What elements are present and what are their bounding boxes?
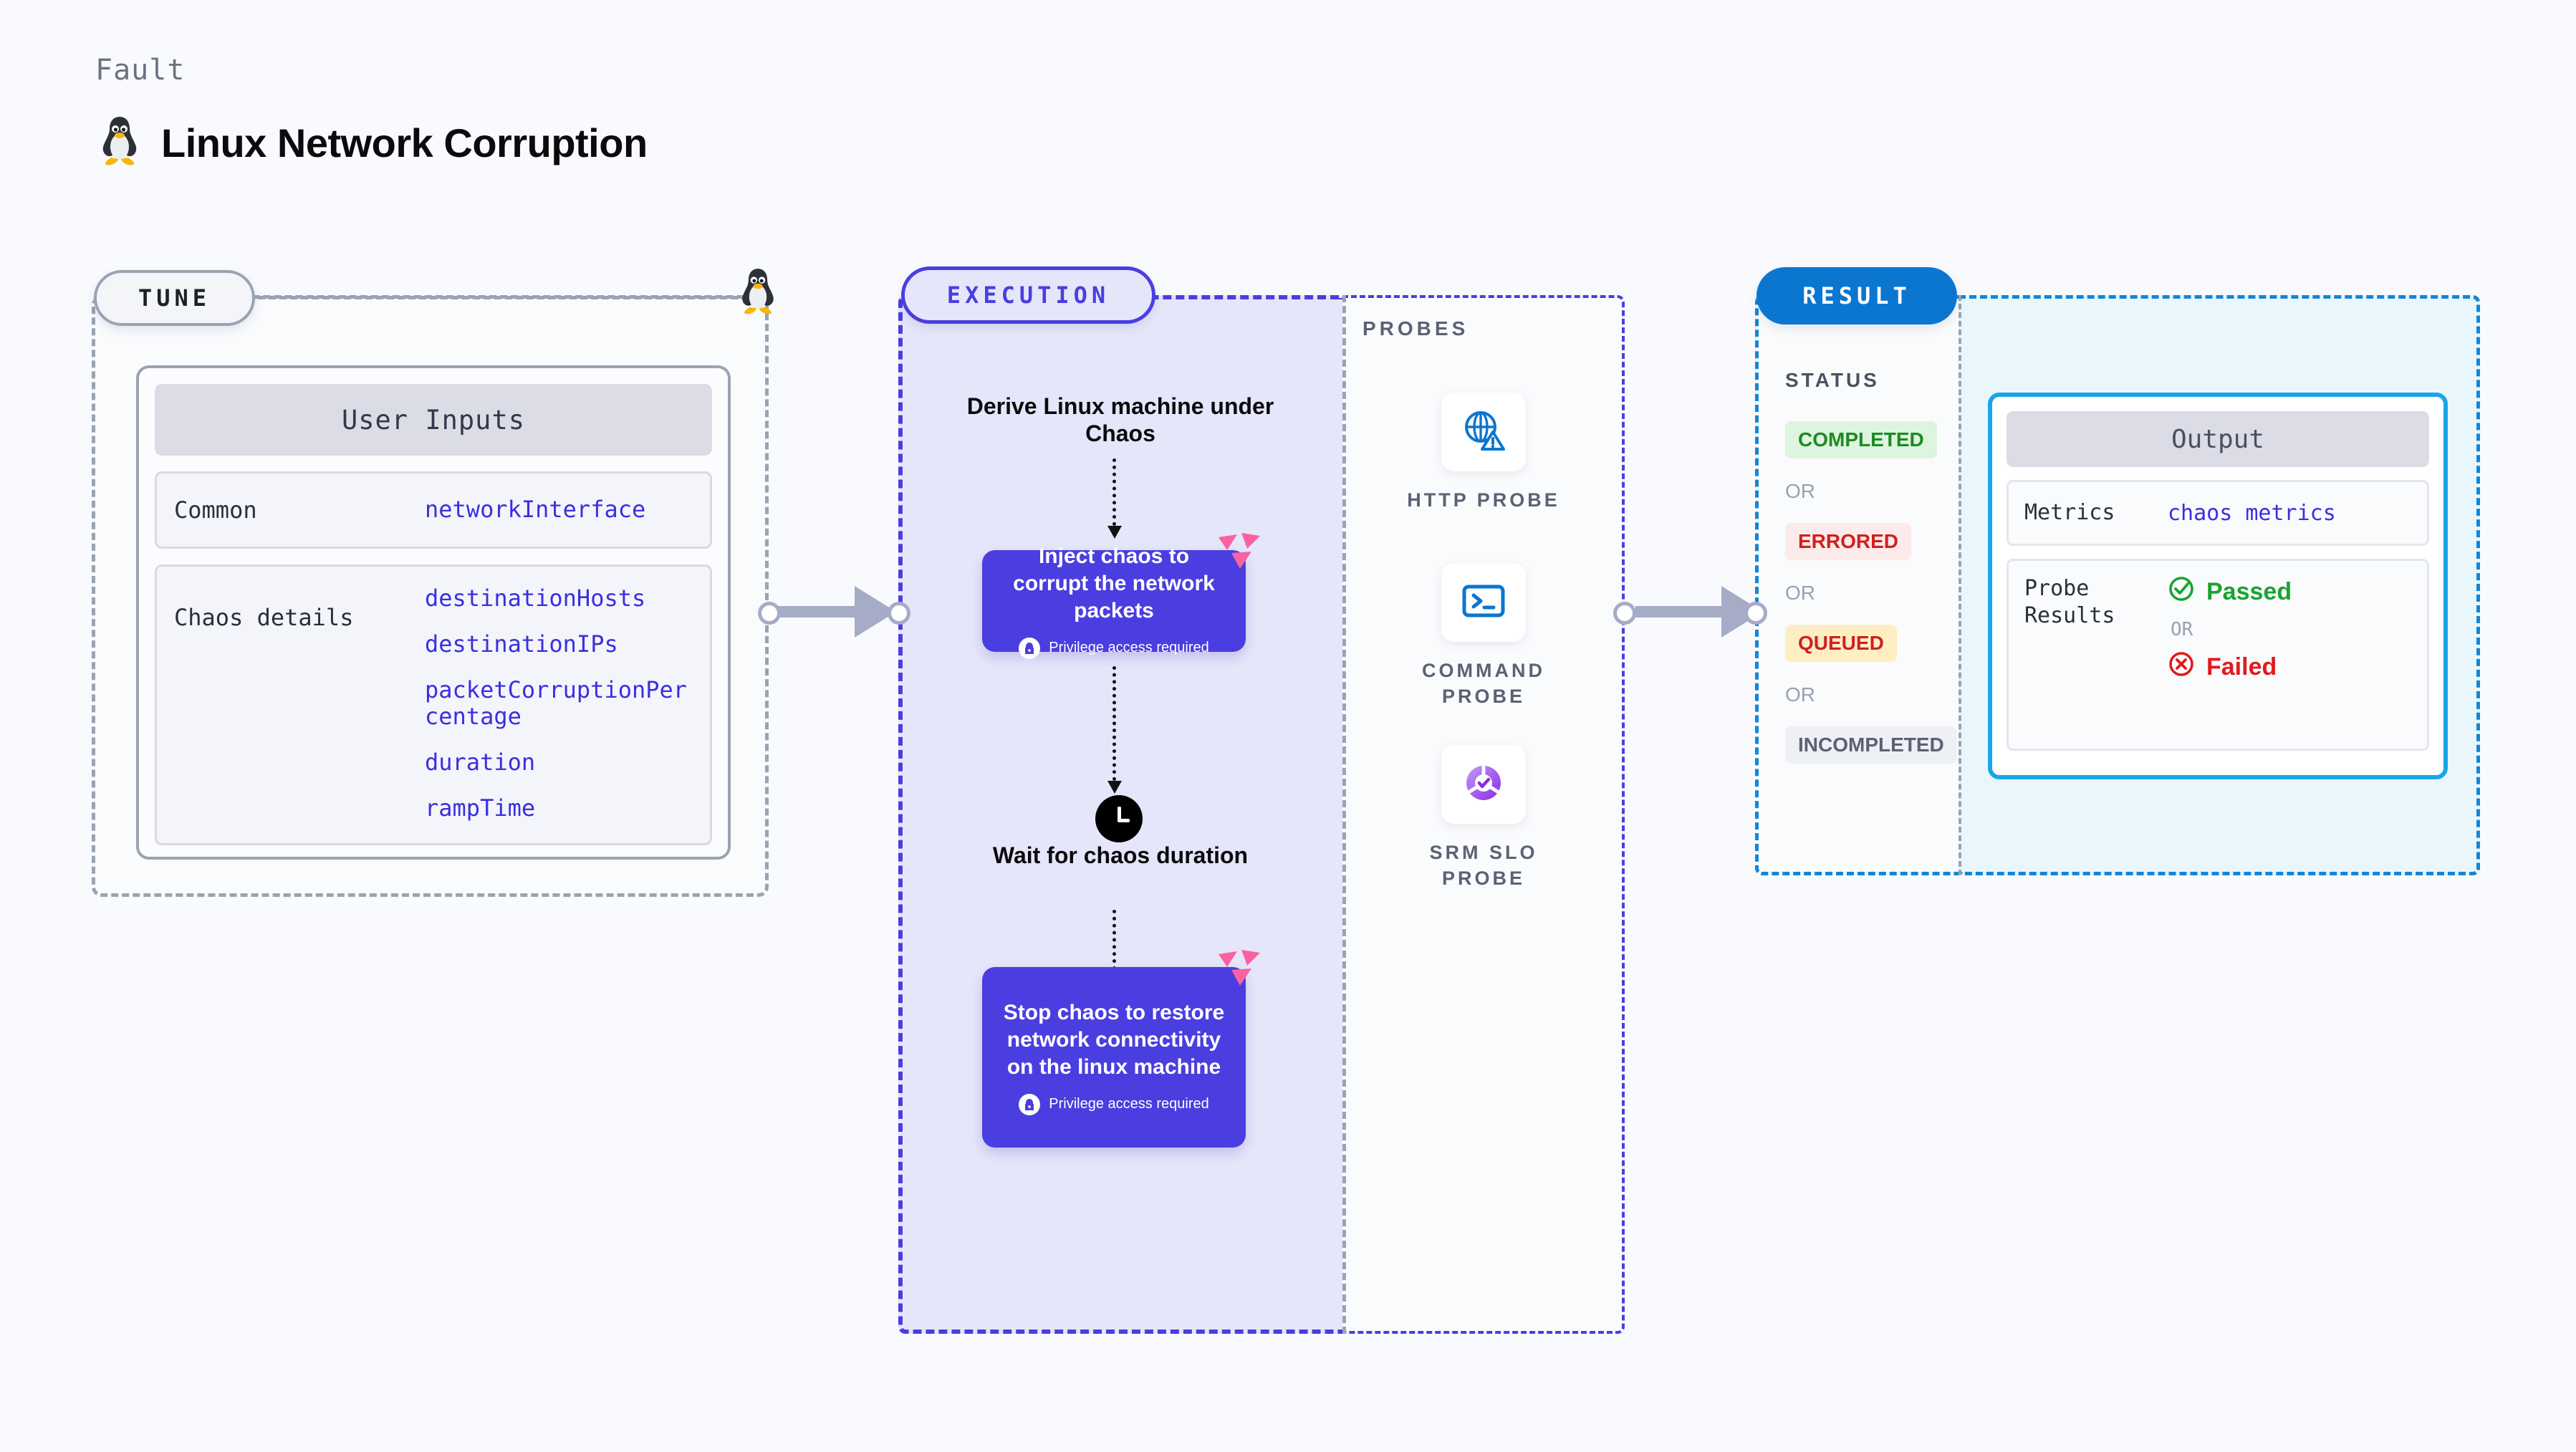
tune-connector-line [258,296,759,299]
user-input-row-label: Chaos details [174,604,354,631]
execution-stage-badge[interactable]: EXECUTION [901,266,1155,324]
user-inputs-card: User Inputs Common networkInterface Chao… [136,365,731,860]
output-card: Output Metrics chaos metrics Probe Resul… [1988,393,2448,779]
privilege-note-text: Privilege access required [1049,1096,1209,1112]
harness-logo-icon [1216,532,1263,572]
clock-icon [1095,795,1143,842]
lock-icon [1019,1093,1041,1115]
status-or-2: OR [1785,582,1815,604]
connector-execution-to-result [1635,586,1779,638]
probes-section-label: PROBES [1363,317,1469,340]
input-value: rampTime [425,794,536,822]
input-value: destinationHosts [425,585,646,612]
probe-verdict-passed: Passed [2168,575,2292,609]
linux-penguin-icon [97,115,143,171]
result-status-panel [1755,295,1959,875]
status-badge-incompleted: INCOMPLETED [1785,726,1957,764]
probe-label: COMMAND PROBE [1422,660,1545,708]
execution-step-title-wait: Wait for chaos duration [992,842,1249,868]
user-input-row-label: Common [174,496,257,524]
input-value: destinationIPs [425,630,618,658]
status-badge-queued: QUEUED [1785,625,1897,662]
page-eyebrow-label: Fault [95,54,186,87]
user-inputs-card-title: User Inputs [155,384,712,456]
probe-icon-card [1441,563,1526,642]
probe-label: HTTP PROBE [1407,489,1560,511]
harness-logo-icon [1216,948,1263,989]
x-circle-icon [2168,650,2195,684]
probe-item-srm-slo[interactable]: SRM SLO PROBE [1390,745,1577,892]
output-row-label: Probe Results [2024,576,2115,629]
page-title-row: Linux Network Corruption [97,115,648,171]
connector-node-probes-out [1613,602,1636,625]
check-circle-icon [2168,575,2195,609]
probe-verdict-label: Failed [2206,653,2277,681]
probe-verdict-label: Passed [2206,578,2292,605]
probe-verdict-failed: Failed [2168,650,2292,684]
chaos-box-privilege-note: Privilege access required [1019,1093,1209,1115]
privilege-note-text: Privilege access required [1049,640,1209,656]
globe-warning-icon [1461,408,1506,456]
connector-node-execution-in [888,602,910,625]
input-value: duration [425,749,536,776]
status-badge-errored: ERRORED [1785,523,1912,560]
lock-icon [1019,637,1041,659]
status-or-3: OR [1785,683,1815,706]
execution-probes-divider [1342,295,1346,1334]
user-input-row-values: networkInterface [425,496,645,524]
output-row-probe-results: Probe Results Passed OR Failed [2007,559,2429,751]
chaos-box-title: Stop chaos to restore network connectivi… [1003,1001,1225,1079]
status-badge-completed: COMPLETED [1785,421,1937,458]
status-or-1: OR [1785,480,1815,502]
terminal-icon [1461,583,1506,622]
probe-icon-card [1441,393,1526,471]
execution-chaos-box-inject[interactable]: Inject chaos to corrupt the network pack… [982,533,1260,659]
output-row-label: Metrics [2024,499,2115,525]
execution-chaos-box-stop[interactable]: Stop chaos to restore network connectivi… [982,950,1260,1148]
connector-node-tune-out [758,602,781,625]
connector-tune-to-execution [769,586,912,638]
result-panel-divider [1959,295,1961,875]
probe-label: SRM SLO PROBE [1429,842,1538,890]
probe-item-command[interactable]: COMMAND PROBE [1390,563,1577,710]
slo-gauge-check-icon [1461,761,1506,809]
user-input-row-values: destinationHosts destinationIPs packetCo… [425,585,693,824]
output-card-title: Output [2007,411,2429,467]
user-input-row-common: Common networkInterface [155,471,712,549]
output-row-metrics: Metrics chaos metrics [2007,480,2429,546]
input-value: networkInterface [425,496,646,524]
probe-item-http[interactable]: HTTP PROBE [1390,393,1577,513]
chaos-box-title: Inject chaos to corrupt the network pack… [1013,544,1215,622]
connector-node-result-in [1744,602,1767,625]
input-value: packetCorruptionPercentage [425,675,688,731]
status-section-label: STATUS [1785,369,1880,391]
probe-results-or: OR [2171,619,2193,640]
tune-linux-penguin-icon [736,266,779,326]
output-metrics-value: chaos metrics [2168,500,2336,526]
page-title: Linux Network Corruption [161,120,648,165]
result-stage-badge[interactable]: RESULT [1756,267,1957,324]
output-probe-results-values: Passed OR Failed [2168,575,2292,734]
chaos-box-privilege-note: Privilege access required [1019,637,1209,659]
user-input-row-chaos-details: Chaos details destinationHosts destinati… [155,564,712,845]
tune-stage-badge[interactable]: TUNE [94,270,255,326]
probe-icon-card [1441,745,1526,824]
execution-step-title-derive: Derive Linux machine under Chaos [966,393,1274,447]
